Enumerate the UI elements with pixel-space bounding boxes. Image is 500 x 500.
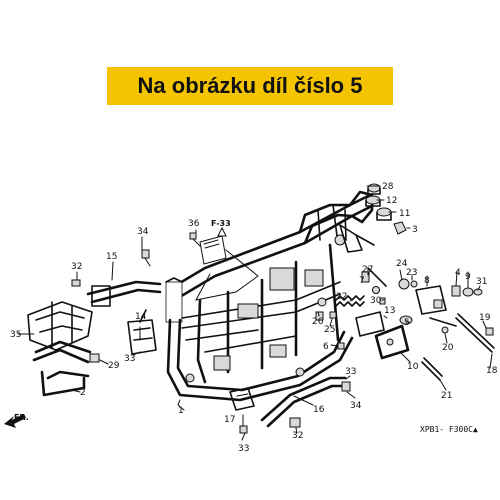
grab-rail <box>71 249 162 307</box>
callout-11: 11 <box>399 209 410 219</box>
callout-numbers: 28 12 11 3 36 34 15 32 35 14 33 29 2 1 1… <box>10 182 498 454</box>
callout-7: 7 <box>359 276 365 286</box>
reference-label: F-33 <box>211 219 231 228</box>
callout-4: 4 <box>455 268 461 278</box>
lower-rod <box>260 376 351 428</box>
callout-36: 36 <box>188 219 200 229</box>
callout-3: 3 <box>412 225 418 235</box>
callout-9: 9 <box>465 272 471 282</box>
callout-8: 8 <box>424 276 430 286</box>
stand-parts <box>315 267 495 381</box>
callout-10: 10 <box>407 362 419 372</box>
callout-12: 12 <box>386 196 397 206</box>
title-banner: Na obrázku díl číslo 5 <box>107 67 393 105</box>
callout-27: 27 <box>362 265 373 275</box>
callout-1: 1 <box>178 406 184 416</box>
callout-20: 20 <box>442 343 454 353</box>
callout-26: 26 <box>312 317 324 327</box>
callout-21: 21 <box>441 391 452 401</box>
callout-15: 15 <box>106 252 117 262</box>
callout-25: 25 <box>324 325 335 335</box>
callout-17: 17 <box>224 415 235 425</box>
callout-30: 30 <box>370 296 382 306</box>
callout-33b: 33 <box>238 444 249 454</box>
callout-29: 29 <box>108 361 120 371</box>
callout-22: 22 <box>336 292 347 302</box>
callout-5: 5 <box>404 318 410 328</box>
callout-23: 23 <box>406 268 417 278</box>
leader-lines <box>27 185 493 441</box>
callout-13: 13 <box>384 306 395 316</box>
title-text: Na obrázku díl číslo 5 <box>137 73 363 98</box>
callout-32b: 32 <box>292 431 303 441</box>
diagram-code: XPB1- F300C▲ <box>420 425 478 434</box>
callout-34b: 34 <box>350 401 362 411</box>
callout-33c: 33 <box>345 367 356 377</box>
callout-18: 18 <box>486 366 498 376</box>
callout-14: 14 <box>135 312 147 322</box>
callout-33a: 33 <box>124 354 135 364</box>
callout-35: 35 <box>10 330 21 340</box>
lower-bracket <box>229 387 255 434</box>
callout-24: 24 <box>396 259 408 269</box>
main-frame <box>165 190 375 402</box>
direction-label: FR. <box>14 413 29 422</box>
rear-assembly <box>17 301 100 397</box>
callout-16: 16 <box>313 405 325 415</box>
reference-plate <box>189 226 259 301</box>
callout-28: 28 <box>382 182 394 192</box>
callout-2: 2 <box>80 388 86 398</box>
callout-6: 6 <box>323 342 329 352</box>
forward-direction-icon <box>4 414 26 428</box>
callout-31: 31 <box>476 277 487 287</box>
callout-34a: 34 <box>137 227 149 237</box>
callout-32a: 32 <box>71 262 82 272</box>
callout-19: 19 <box>479 313 491 323</box>
step-bracket <box>127 309 157 355</box>
